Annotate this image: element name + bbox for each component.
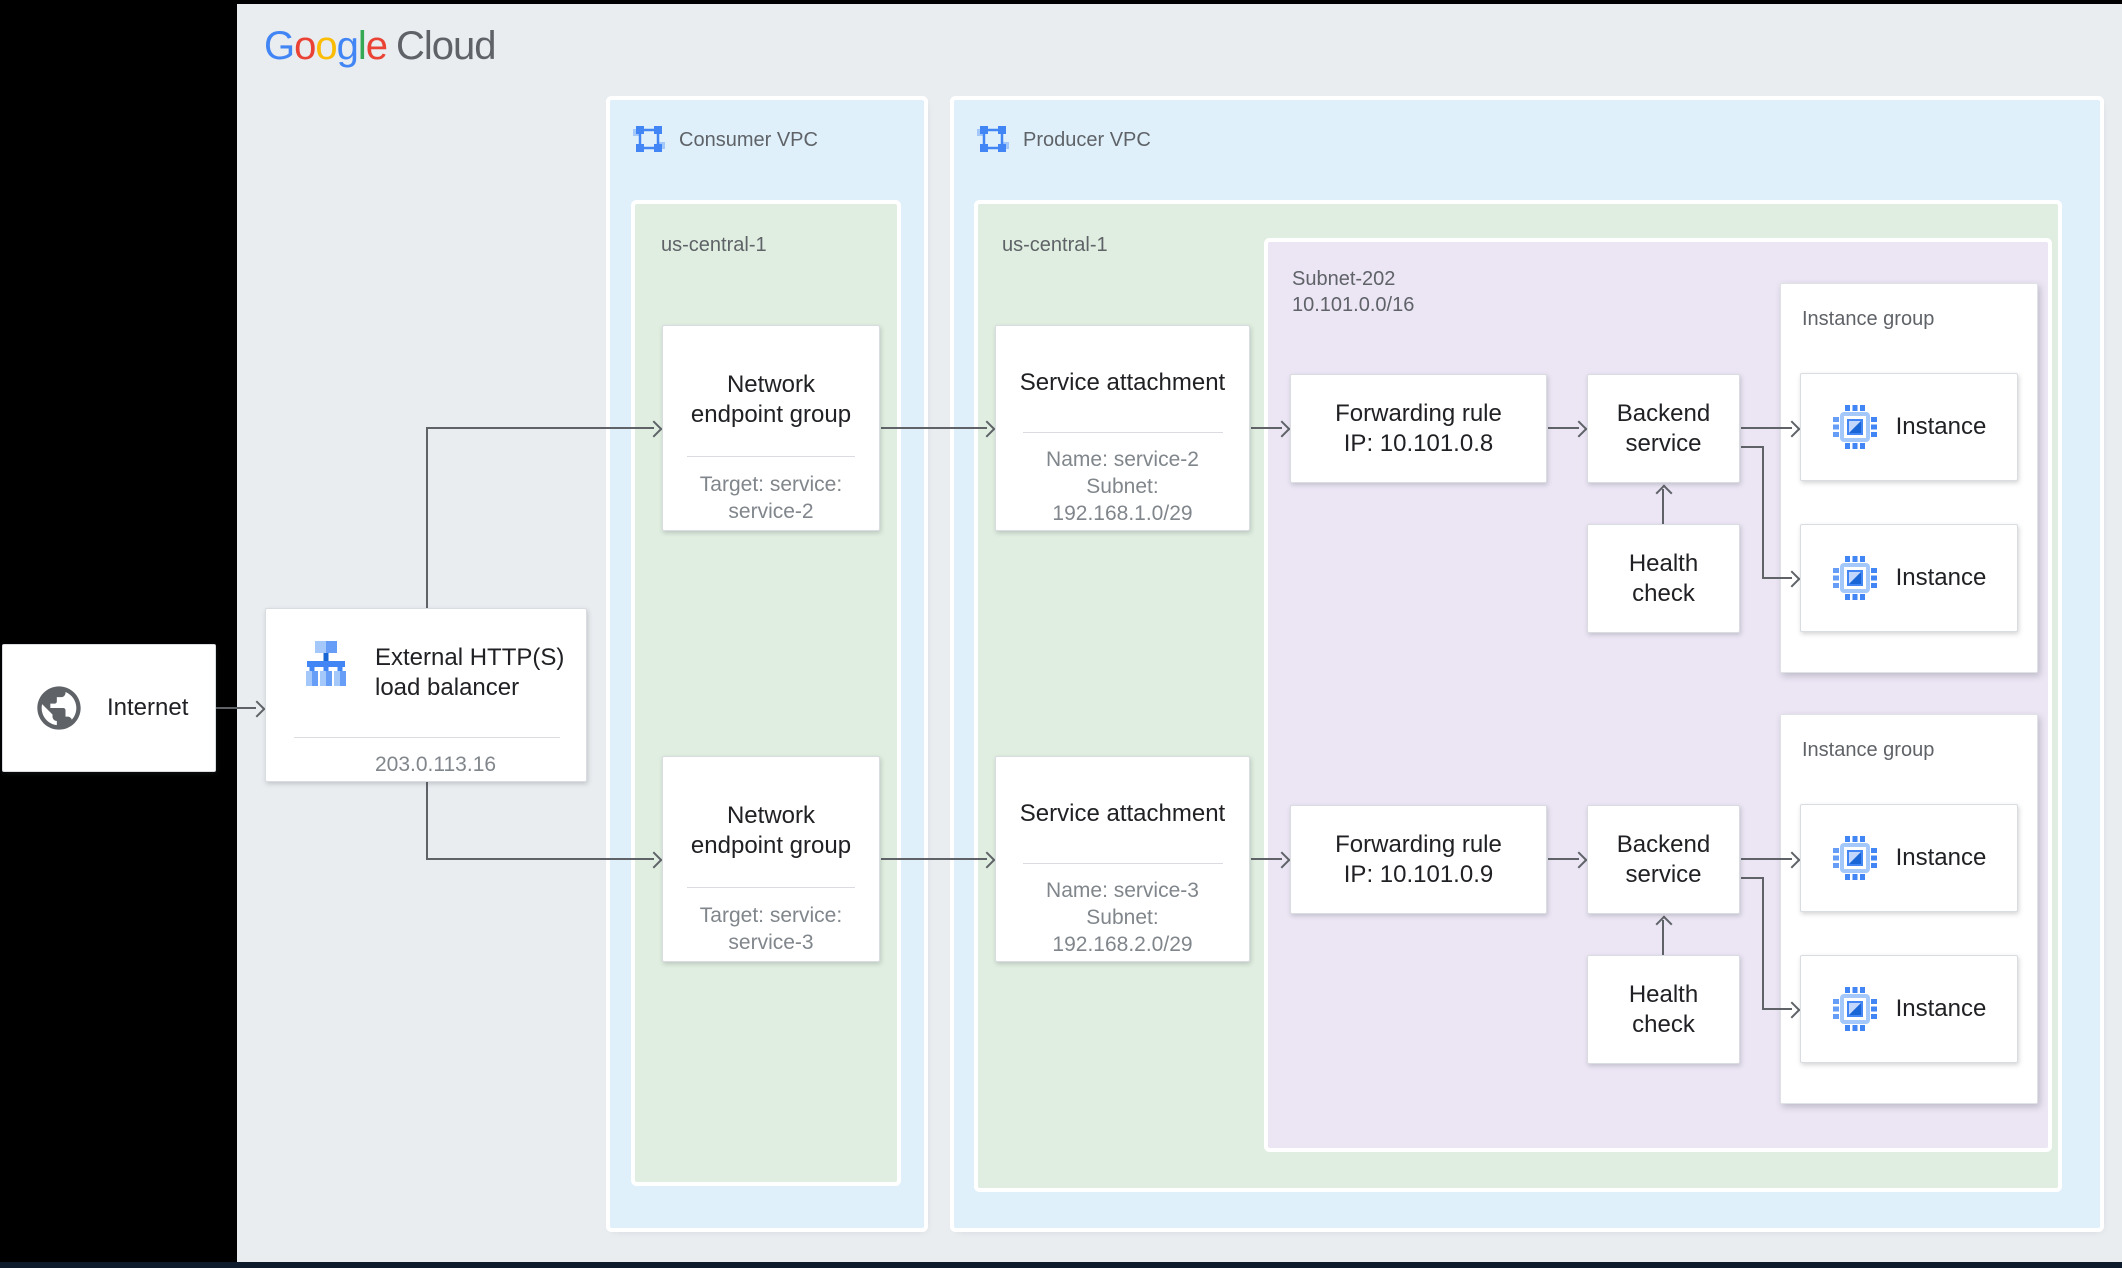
- connector-bs1-instance2-seg2: [1762, 446, 1764, 579]
- internet-node: Internet: [2, 644, 216, 772]
- instance-label: Instance: [1895, 995, 1987, 1022]
- connector-sa2-fr2: [1251, 858, 1282, 860]
- subnet-name-label: Subnet-202: [1292, 268, 1396, 290]
- compute-instance-icon: [1832, 987, 1877, 1031]
- bottom-border: [0, 1262, 2122, 1268]
- connector-bs2-instance2-seg1: [1741, 877, 1764, 879]
- logo-letter: G: [264, 24, 295, 68]
- logo-letter: e: [365, 24, 388, 68]
- divider: [687, 887, 855, 888]
- load-balancer-node: External HTTP(S) load balancer 203.0.113…: [265, 608, 587, 782]
- connector-bs2-instance2-seg2: [1762, 877, 1764, 1010]
- logo-cloud-text: Cloud: [396, 24, 497, 68]
- vpc-icon: [633, 126, 665, 152]
- divider: [687, 456, 855, 457]
- internet-label: Internet: [107, 694, 189, 721]
- load-balancer-title: External HTTP(S) load balancer: [375, 644, 565, 701]
- instance-label: Instance: [1895, 564, 1987, 591]
- compute-instance-icon: [1832, 836, 1877, 880]
- connector-hc2-bs2: [1662, 920, 1664, 955]
- connector-neg1-sa1: [881, 427, 987, 429]
- instance-label: Instance: [1895, 844, 1987, 871]
- connector-internet-lb: [216, 707, 256, 709]
- connector-lb-neg1: [426, 427, 654, 429]
- logo-letter: g: [336, 24, 359, 68]
- connector-lb-neg2: [426, 858, 654, 860]
- instance-node-row2-b: Instance: [1800, 955, 2018, 1063]
- instance-node-row2-a: Instance: [1800, 804, 2018, 912]
- load-balancer-icon: [306, 641, 346, 686]
- connector-bs2-instance1: [1741, 858, 1792, 860]
- connector-bs1-instance1: [1741, 427, 1792, 429]
- consumer-region-label: us-central-1: [661, 234, 767, 256]
- producer-vpc-label: Producer VPC: [1023, 129, 1151, 151]
- producer-vpc-header: Producer VPC: [977, 124, 1151, 156]
- instance-group-label-row1: Instance group: [1802, 308, 1935, 330]
- instance-node-row1-a: Instance: [1800, 373, 2018, 481]
- instance-node-row1-b: Instance: [1800, 524, 2018, 632]
- connector-bs1-instance2-seg3: [1762, 577, 1792, 579]
- vpc-icon: [977, 126, 1009, 152]
- compute-instance-icon: [1832, 405, 1877, 449]
- divider: [1022, 863, 1223, 864]
- instance-group-label-row2: Instance group: [1802, 739, 1935, 761]
- connector-fr1-bs1: [1548, 427, 1579, 429]
- connector-hc1-bs1: [1662, 489, 1664, 525]
- consumer-vpc-label: Consumer VPC: [679, 129, 818, 151]
- connector-neg2-sa2: [881, 858, 987, 860]
- subnet-cidr-label: 10.101.0.0/16: [1292, 294, 1415, 316]
- compute-instance-icon: [1832, 556, 1877, 600]
- producer-region-label: us-central-1: [1002, 234, 1108, 256]
- logo-letter: o: [315, 24, 337, 68]
- connector-lb-down: [426, 782, 428, 859]
- connector-fr2-bs2: [1548, 858, 1579, 860]
- load-balancer-ip: 203.0.113.16: [375, 753, 497, 776]
- connector-sa1-fr1: [1251, 427, 1282, 429]
- divider: [294, 737, 560, 738]
- connector-lb-up: [426, 428, 428, 608]
- divider: [1022, 432, 1223, 433]
- instance-label: Instance: [1895, 413, 1987, 440]
- logo-letter: l: [357, 24, 367, 68]
- globe-icon: [37, 686, 81, 730]
- connector-bs2-instance2-seg3: [1762, 1008, 1792, 1010]
- consumer-vpc-header: Consumer VPC: [633, 124, 818, 156]
- connector-bs1-instance2-seg1: [1741, 446, 1764, 448]
- logo-letter: o: [294, 24, 316, 68]
